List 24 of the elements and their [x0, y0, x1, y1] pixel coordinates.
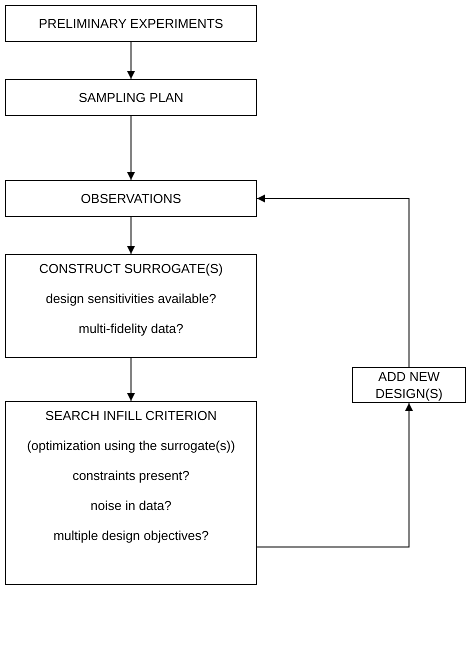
box-heading: SEARCH INFILL CRITERION — [45, 407, 217, 424]
box-heading: CONSTRUCT SURROGATE(S) — [39, 260, 223, 277]
box-heading: OBSERVATIONS — [80, 190, 182, 207]
arrow — [127, 42, 135, 80]
box-heading: SAMPLING PLAN — [78, 89, 184, 106]
arrow — [256, 402, 413, 548]
box-text: constraints present? — [72, 467, 190, 484]
process-box — [352, 367, 466, 403]
box-heading: ADD NEW DESIGN(S) — [374, 368, 444, 402]
process-box — [5, 180, 257, 217]
box-heading: PRELIMINARY EXPERIMENTS — [38, 15, 224, 32]
box-text: (optimization using the surrogate(s)) — [26, 437, 236, 454]
box-text: multi-fidelity data? — [78, 320, 184, 337]
process-box — [5, 79, 257, 116]
box-text: noise in data? — [90, 497, 172, 514]
process-box — [5, 5, 257, 42]
arrow — [127, 358, 135, 402]
process-box — [5, 401, 257, 585]
arrow — [127, 216, 135, 254]
box-text: design sensitivities available? — [46, 290, 216, 307]
arrow — [127, 116, 135, 180]
box-text: multiple design objectives? — [53, 527, 209, 544]
process-box — [5, 254, 257, 358]
arrow — [256, 194, 410, 368]
